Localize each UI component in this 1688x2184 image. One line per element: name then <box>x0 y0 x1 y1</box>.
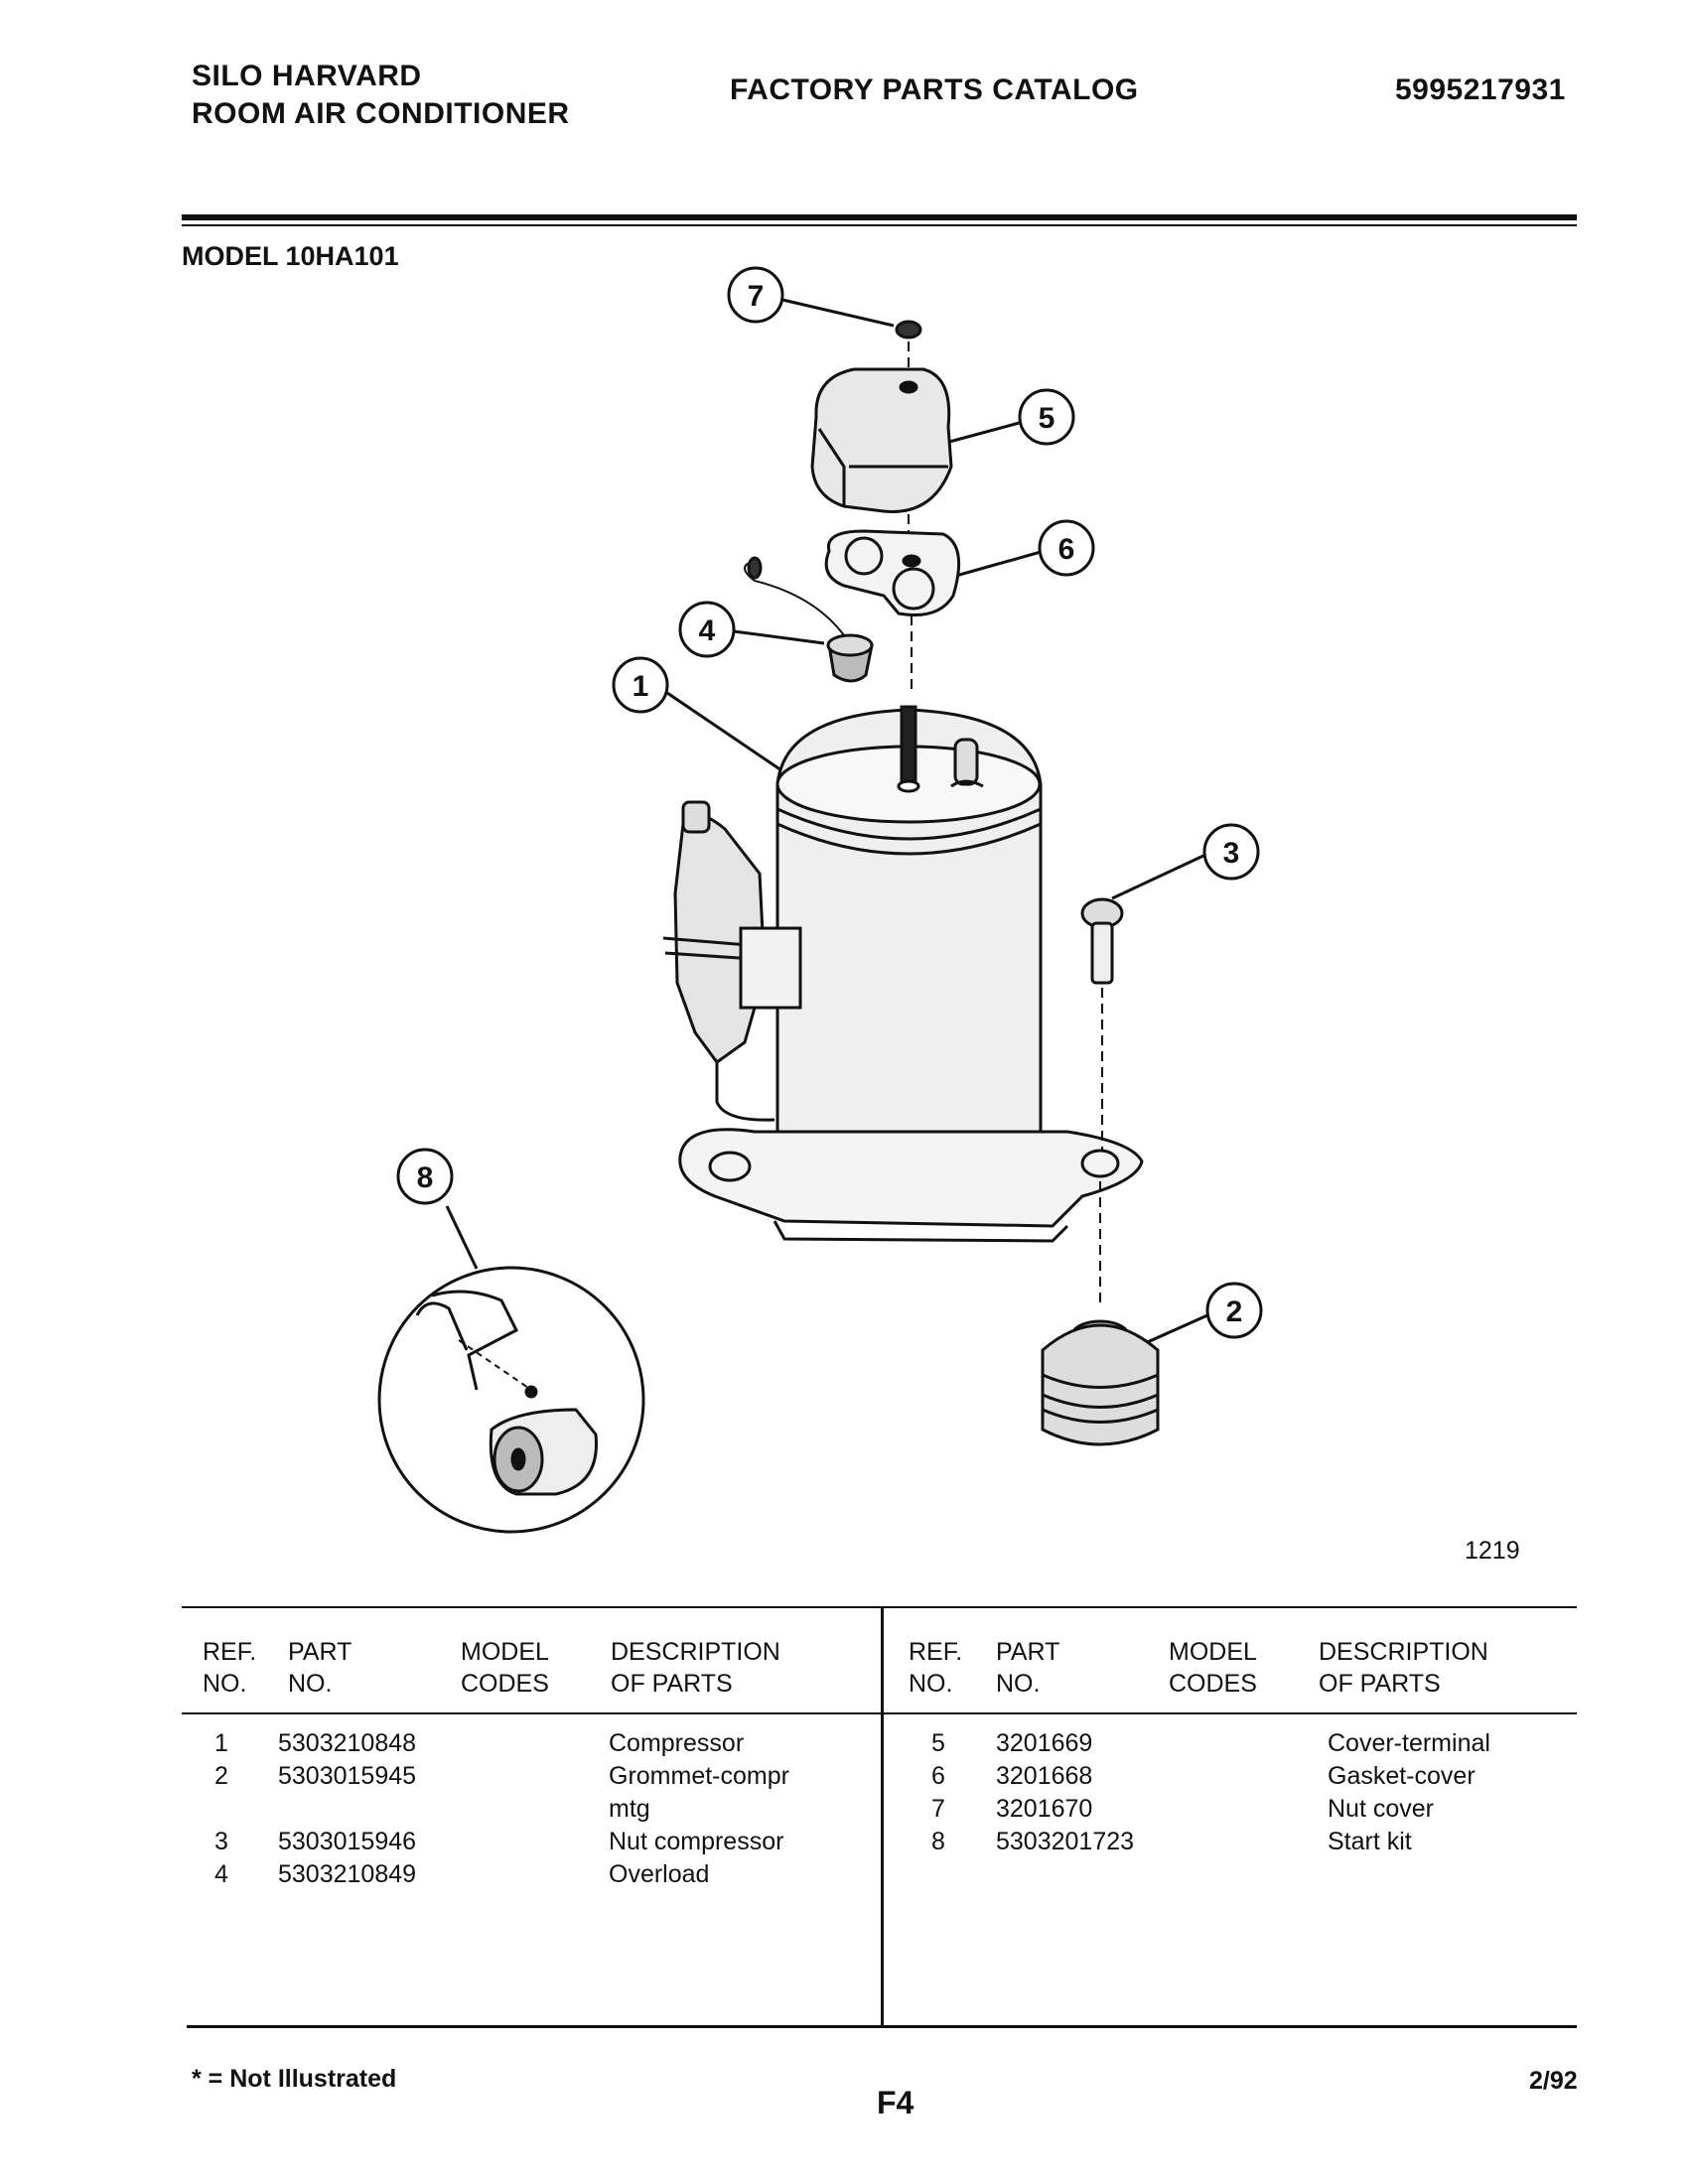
header-ref-no-right: REF.NO. <box>909 1638 963 1698</box>
leader-5 <box>937 420 1024 447</box>
leader-1 <box>666 691 785 774</box>
revision-date: 2/92 <box>1529 2067 1578 2095</box>
callout-2: 2 <box>1205 1282 1263 1339</box>
table-header-rule-left <box>182 1712 881 1714</box>
exploded-parts-diagram: 7 5 6 4 1 3 2 8 <box>377 266 1263 1534</box>
leader-7 <box>781 298 895 328</box>
svg-text:5: 5 <box>1039 402 1055 435</box>
svg-text:8: 8 <box>417 1161 434 1194</box>
leader-3 <box>1111 854 1204 900</box>
callout-3: 3 <box>1202 823 1260 881</box>
table-column-divider <box>881 1606 884 2028</box>
svg-text:3: 3 <box>1223 837 1240 870</box>
leader-4 <box>733 629 825 645</box>
header-ref-no: REF.NO. <box>203 1638 257 1698</box>
table-top-rule <box>182 1606 1577 1608</box>
header-brand-line1: SILO HARVARD <box>192 60 422 92</box>
header-brand: SILO HARVARD ROOM AIR CONDITIONER <box>192 58 570 133</box>
svg-text:2: 2 <box>1226 1296 1243 1328</box>
callout-8: 8 <box>396 1148 454 1205</box>
table-bottom-rule <box>187 2025 1577 2028</box>
svg-text:6: 6 <box>1058 533 1075 566</box>
header-rule <box>182 214 1577 220</box>
callout-6: 6 <box>1038 519 1095 577</box>
header-brand-line2: ROOM AIR CONDITIONER <box>192 97 570 130</box>
not-illustrated-note: * = Not Illustrated <box>192 2065 397 2093</box>
page-number: F4 <box>877 2085 914 2120</box>
table-header-rule-right <box>884 1712 1577 1714</box>
header-title: FACTORY PARTS CATALOG <box>730 73 1139 106</box>
leader-8 <box>445 1205 479 1270</box>
figure-number: 1219 <box>1465 1537 1520 1565</box>
svg-text:7: 7 <box>748 280 765 313</box>
callout-1: 1 <box>612 656 669 714</box>
svg-text:1: 1 <box>633 670 649 703</box>
header-rule-thin <box>182 224 1577 226</box>
catalog-number: 5995217931 <box>1395 73 1566 106</box>
callout-4: 4 <box>678 601 736 658</box>
model-label: MODEL 10HA101 <box>182 241 399 271</box>
callout-5: 5 <box>1018 388 1075 446</box>
svg-text:4: 4 <box>699 614 716 647</box>
callout-7: 7 <box>727 266 784 324</box>
